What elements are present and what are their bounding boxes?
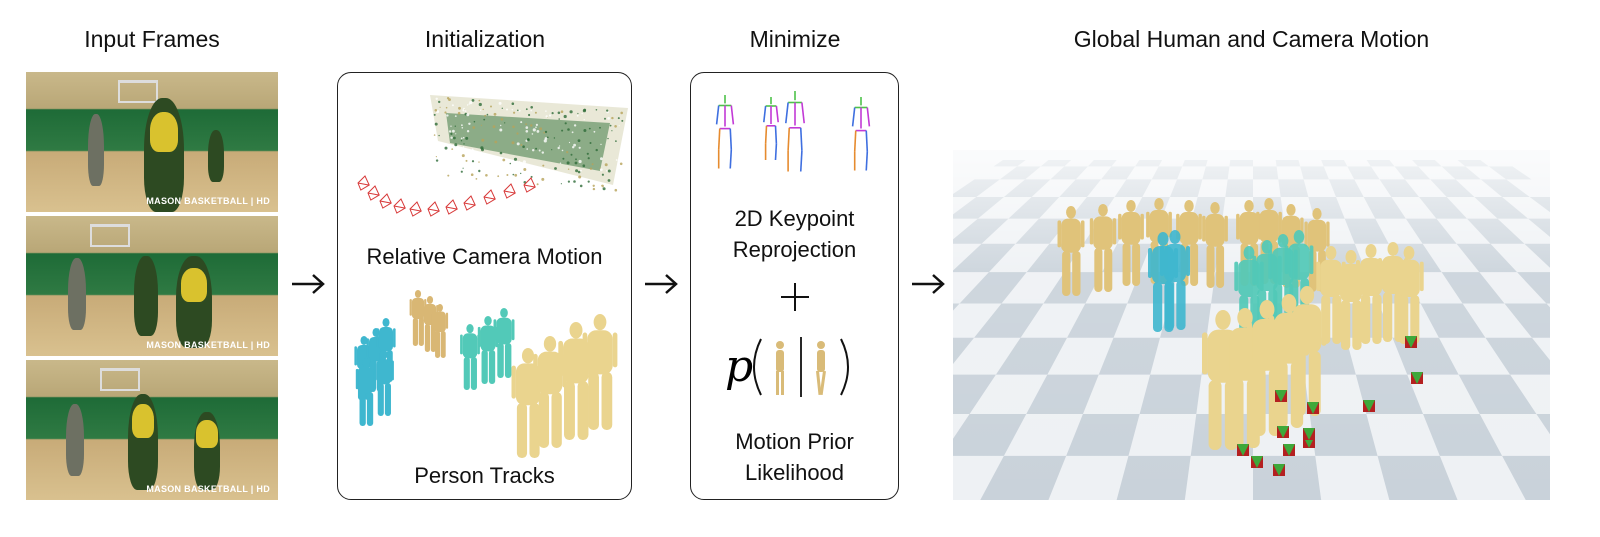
minimize-panel: 2D Keypoint Reprojection p Motion Prior … xyxy=(690,72,899,500)
camera-marker xyxy=(1363,400,1375,412)
minimize-title: Minimize xyxy=(690,26,900,53)
initialization-panel: Relative Camera Motion Person Tracks xyxy=(337,72,632,500)
person-figure xyxy=(460,324,480,390)
camera-marker xyxy=(1303,428,1315,440)
watermark: MASON BASKETBALL | HD xyxy=(146,196,270,206)
hoop xyxy=(90,224,130,247)
pose-skeleton xyxy=(717,95,734,169)
camera-marker xyxy=(1277,426,1289,438)
pose-skeleton xyxy=(853,97,870,171)
camera-marker xyxy=(1405,336,1417,348)
person-tracks-label: Person Tracks xyxy=(338,460,631,491)
skeleton-keypoints-visual xyxy=(691,91,898,211)
right-arrow-icon xyxy=(643,270,679,298)
video-frame-3: MASON BASKETBALL | HD xyxy=(26,360,278,500)
relative-camera-motion-label: Relative Camera Motion xyxy=(338,241,631,272)
global-motion-title: Global Human and Camera Motion xyxy=(953,26,1550,53)
video-frame-2: MASON BASKETBALL | HD xyxy=(26,216,278,356)
camera-motion-visual xyxy=(338,73,631,243)
motion-prior-label-line2: Likelihood xyxy=(691,457,898,488)
motion-prior-label-line1: Motion Prior xyxy=(691,426,898,457)
right-arrow-icon xyxy=(290,270,326,298)
pose-thumbnail-2 xyxy=(816,341,826,395)
right-arrow-icon xyxy=(910,270,946,298)
camera-marker xyxy=(1283,444,1295,456)
watermark: MASON BASKETBALL | HD xyxy=(146,484,270,494)
camera-marker xyxy=(1307,402,1319,414)
keypoint-label-line1: 2D Keypoint xyxy=(691,203,898,234)
input-frames-title: Input Frames xyxy=(26,26,278,53)
pose-skeleton xyxy=(786,91,804,172)
plus-icon xyxy=(779,281,811,313)
person-tracks-visual xyxy=(338,278,631,458)
motion-prior-formula: p xyxy=(719,329,879,405)
camera-marker xyxy=(1411,372,1423,384)
camera-marker xyxy=(1273,464,1285,476)
initialization-title: Initialization xyxy=(337,26,633,53)
pose-skeleton xyxy=(764,97,778,160)
point-cloud xyxy=(430,95,628,192)
pose-thumbnail-1 xyxy=(776,341,784,395)
global-motion-scene xyxy=(953,150,1550,500)
camera-marker xyxy=(1275,390,1287,402)
video-frame-1: MASON BASKETBALL | HD xyxy=(26,72,278,212)
hoop xyxy=(118,80,158,103)
input-frames: MASON BASKETBALL | HD MASON BASKETBALL |… xyxy=(26,72,278,500)
prior-symbol: p xyxy=(725,341,753,392)
hoop xyxy=(100,368,140,391)
camera-marker xyxy=(1237,444,1249,456)
camera-frustums xyxy=(358,176,535,216)
camera-marker xyxy=(1251,456,1263,468)
keypoint-label-line2: Reprojection xyxy=(691,234,898,265)
watermark: MASON BASKETBALL | HD xyxy=(146,340,270,350)
